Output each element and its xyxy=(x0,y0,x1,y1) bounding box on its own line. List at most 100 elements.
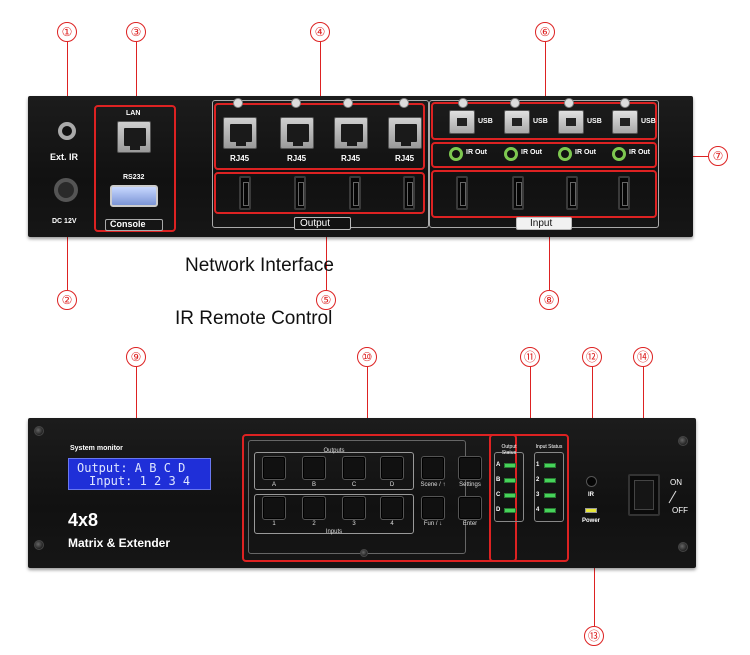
input-key-3[interactable] xyxy=(342,496,366,520)
product-label: Matrix & Extender xyxy=(68,536,171,550)
lan-port[interactable] xyxy=(117,121,151,153)
settings-key[interactable] xyxy=(458,456,482,480)
leader-line xyxy=(530,367,531,435)
usb-label: USB xyxy=(641,118,656,125)
rj45-output-port[interactable] xyxy=(280,117,314,149)
ir-out-jack[interactable] xyxy=(558,147,572,161)
callout-2: ② xyxy=(57,290,77,310)
rs232-port[interactable] xyxy=(110,185,158,207)
switch-rocker xyxy=(634,480,654,510)
input-key-2[interactable] xyxy=(302,496,326,520)
key-label: 3 xyxy=(352,521,356,527)
enter-key[interactable] xyxy=(458,496,482,520)
lcd-line-1: Output: A B C D xyxy=(77,461,186,475)
hdmi-input-port[interactable] xyxy=(456,176,468,210)
fun-down-key[interactable] xyxy=(421,496,445,520)
input-status-led xyxy=(544,478,556,483)
outputs-label: Outputs xyxy=(323,448,345,454)
callout-1: ① xyxy=(57,22,77,42)
usb-input-port[interactable] xyxy=(449,110,475,134)
output-key-b[interactable] xyxy=(302,456,326,480)
output-label: Output xyxy=(300,218,331,229)
key-label: 4 xyxy=(390,521,394,527)
output-status-led xyxy=(504,508,516,513)
power-switch[interactable] xyxy=(628,474,660,516)
rs232-label: RS232 xyxy=(123,174,145,181)
ir-out-jack[interactable] xyxy=(612,147,626,161)
ir-out-label: IR Out xyxy=(521,149,542,156)
hdmi-output-port[interactable] xyxy=(239,176,251,210)
led-label: C xyxy=(496,492,501,498)
switch-divider xyxy=(668,490,677,504)
screw-icon xyxy=(678,542,688,552)
hdmi-output-port[interactable] xyxy=(403,176,415,210)
output-status-led xyxy=(504,463,516,468)
input-key-1[interactable] xyxy=(262,496,286,520)
led-label: D xyxy=(496,507,501,513)
leader-line xyxy=(67,42,68,130)
rj45-label: RJ45 xyxy=(341,154,361,163)
model-label: 4x8 xyxy=(68,510,99,530)
input-label: Input xyxy=(530,218,553,229)
rj45-output-port[interactable] xyxy=(334,117,368,149)
input-usb-frame xyxy=(431,102,657,140)
port-number-icon xyxy=(399,98,409,108)
usb-input-port[interactable] xyxy=(504,110,530,134)
output-key-d[interactable] xyxy=(380,456,404,480)
hdmi-output-port[interactable] xyxy=(294,176,306,210)
callout-7: ⑦ xyxy=(708,146,728,166)
callout-10: ⑩ xyxy=(357,347,377,367)
status-led-frame xyxy=(489,434,569,562)
usb-input-port[interactable] xyxy=(612,110,638,134)
key-label: D xyxy=(389,482,395,488)
power-label: Power xyxy=(582,518,601,524)
usb-label: USB xyxy=(533,118,548,125)
console-label: Console xyxy=(110,219,146,229)
input-status-label: Input Status xyxy=(535,444,563,450)
ir-out-label: IR Out xyxy=(466,149,487,156)
led-label: 4 xyxy=(536,507,540,513)
input-status-led xyxy=(544,463,556,468)
output-status-led xyxy=(504,493,516,498)
usb-input-port[interactable] xyxy=(558,110,584,134)
input-key-4[interactable] xyxy=(380,496,404,520)
rj45-label: RJ45 xyxy=(230,154,250,163)
output-key-c[interactable] xyxy=(342,456,366,480)
callout-3: ③ xyxy=(126,22,146,42)
scene-up-key[interactable] xyxy=(421,456,445,480)
leader-line xyxy=(594,530,595,626)
output-status-label: Output Status xyxy=(501,444,517,456)
dc-power-jack xyxy=(54,178,78,202)
switch-off-label: OFF xyxy=(672,506,688,515)
dc-label: DC 12V xyxy=(52,218,77,225)
leader-line xyxy=(320,42,321,102)
rj45-output-port[interactable] xyxy=(388,117,422,149)
hdmi-input-port[interactable] xyxy=(512,176,524,210)
led-label: A xyxy=(496,462,501,468)
hdmi-output-port[interactable] xyxy=(349,176,361,210)
ir-out-jack[interactable] xyxy=(504,147,518,161)
screw-icon xyxy=(360,549,368,557)
hdmi-input-port[interactable] xyxy=(618,176,630,210)
rj45-output-port[interactable] xyxy=(223,117,257,149)
key-label: B xyxy=(311,482,316,488)
ir-out-jack[interactable] xyxy=(449,147,463,161)
screw-icon xyxy=(678,436,688,446)
ir-remote-control-label: IR Remote Control xyxy=(175,308,333,329)
settings-label: Settings xyxy=(459,482,481,488)
usb-label: USB xyxy=(587,118,602,125)
inputs-group-frame xyxy=(254,494,414,534)
port-number-icon xyxy=(343,98,353,108)
output-key-a[interactable] xyxy=(262,456,286,480)
callout-12: ⑫ xyxy=(582,347,602,367)
enter-label: Enter xyxy=(462,521,478,527)
inputs-label: Inputs xyxy=(325,529,343,535)
key-label: 2 xyxy=(312,521,316,527)
key-label: A xyxy=(271,482,276,488)
lan-label: LAN xyxy=(126,110,141,117)
callout-5: ⑤ xyxy=(316,290,336,310)
switch-on-label: ON xyxy=(670,478,682,487)
key-label: C xyxy=(351,482,357,488)
hdmi-input-port[interactable] xyxy=(566,176,578,210)
led-label: 3 xyxy=(536,492,540,498)
